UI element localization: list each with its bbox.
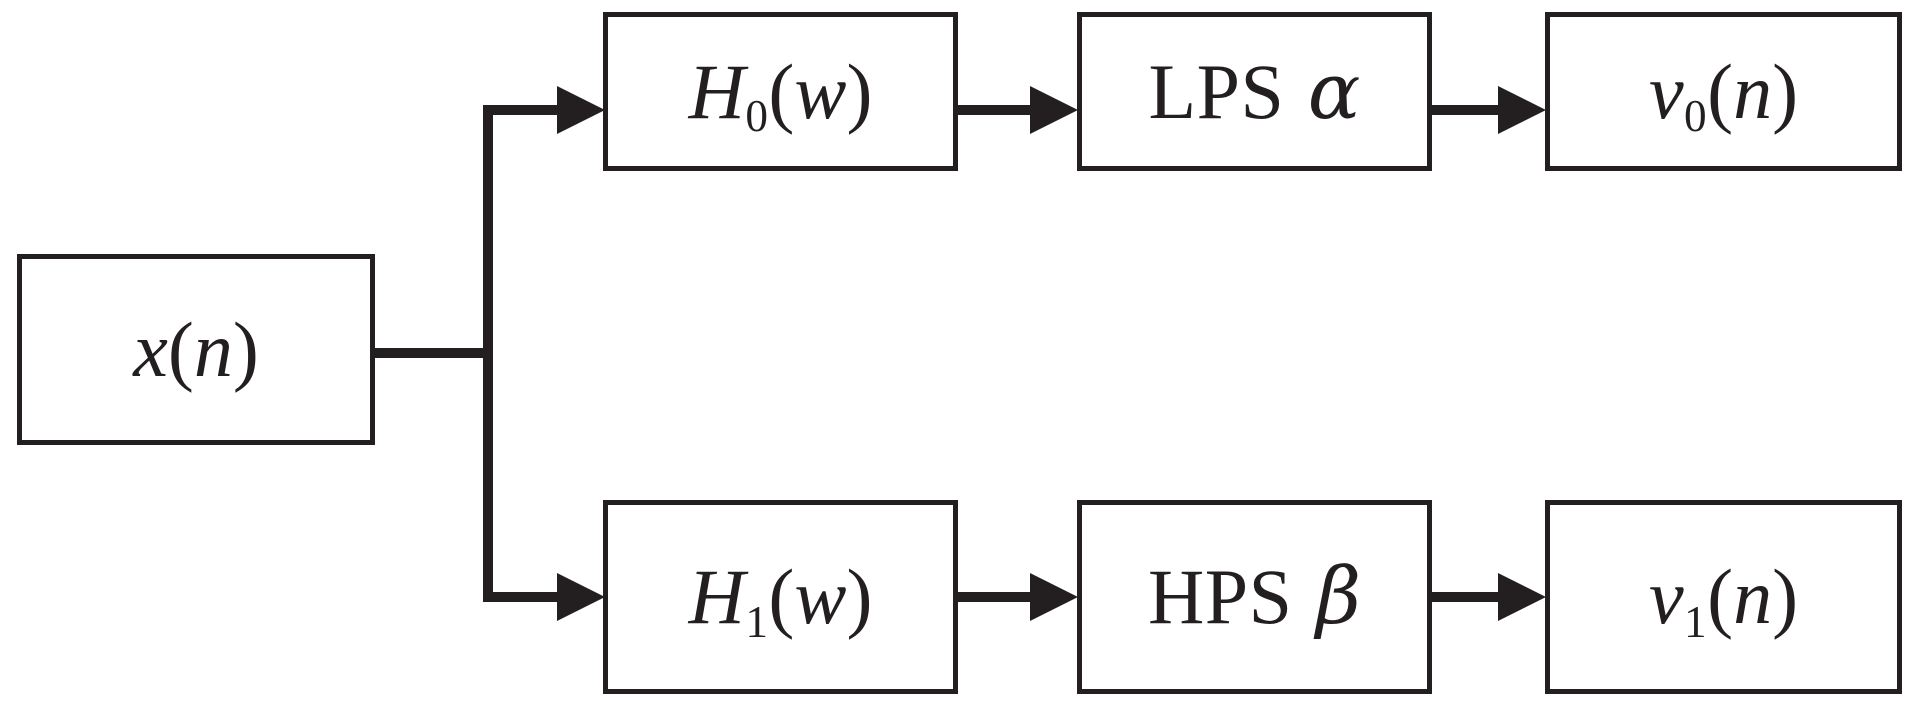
wire-branch-to-h1 xyxy=(483,592,565,602)
lps-parameter: α xyxy=(1307,46,1361,137)
v0-subscript: 0 xyxy=(1684,91,1707,142)
close-paren: ) xyxy=(846,553,873,640)
lps-acronym: LPS xyxy=(1148,47,1285,135)
input-signal-argument: n xyxy=(193,305,233,393)
close-paren: ) xyxy=(1772,47,1799,135)
open-paren: ( xyxy=(167,305,194,393)
wire-hps-to-v1 xyxy=(1432,592,1504,602)
wire-source-to-branch xyxy=(375,348,493,358)
input-signal-variable: x xyxy=(133,305,168,393)
arrow-right-icon-to-h0 xyxy=(557,86,605,134)
wire-branch-to-h0 xyxy=(483,105,565,115)
wire-lps-to-v0 xyxy=(1432,105,1504,115)
open-paren: ( xyxy=(1707,47,1734,135)
arrow-right-icon-to-hps xyxy=(1030,573,1078,621)
v0-argument: n xyxy=(1733,47,1773,135)
v1-subscript: 1 xyxy=(1684,596,1707,647)
h0-variable: H xyxy=(688,47,745,135)
hps-parameter: β xyxy=(1315,552,1362,642)
h1-variable: H xyxy=(688,553,745,640)
h1-subscript: 1 xyxy=(745,596,768,647)
v1-argument: n xyxy=(1733,553,1773,640)
arrow-right-icon-to-h1 xyxy=(557,573,605,621)
arrow-right-icon-to-lps xyxy=(1030,86,1078,134)
v0-variable: v xyxy=(1648,47,1684,135)
hps-label: HPS β xyxy=(1147,552,1362,642)
h0-subscript: 0 xyxy=(745,91,768,142)
input-signal-label: x(n) xyxy=(133,305,259,393)
wire-h0-to-lps xyxy=(958,105,1036,115)
arrow-right-icon-to-v1 xyxy=(1498,573,1546,621)
open-paren: ( xyxy=(768,47,795,135)
close-paren: ) xyxy=(846,47,873,135)
hps-beta-block: HPS β xyxy=(1077,500,1432,694)
wire-vertical-branch xyxy=(483,105,493,602)
close-paren: ) xyxy=(232,305,259,393)
v1-variable: v xyxy=(1648,553,1684,640)
wire-h1-to-hps xyxy=(958,592,1036,602)
close-paren: ) xyxy=(1772,553,1799,640)
hps-acronym: HPS xyxy=(1147,553,1293,640)
h0-argument: w xyxy=(794,47,847,135)
input-signal-block: x(n) xyxy=(17,254,375,445)
h1-argument: w xyxy=(794,553,847,640)
arrow-right-icon-to-v0 xyxy=(1498,86,1546,134)
open-paren: ( xyxy=(1707,553,1734,640)
open-paren: ( xyxy=(768,553,795,640)
